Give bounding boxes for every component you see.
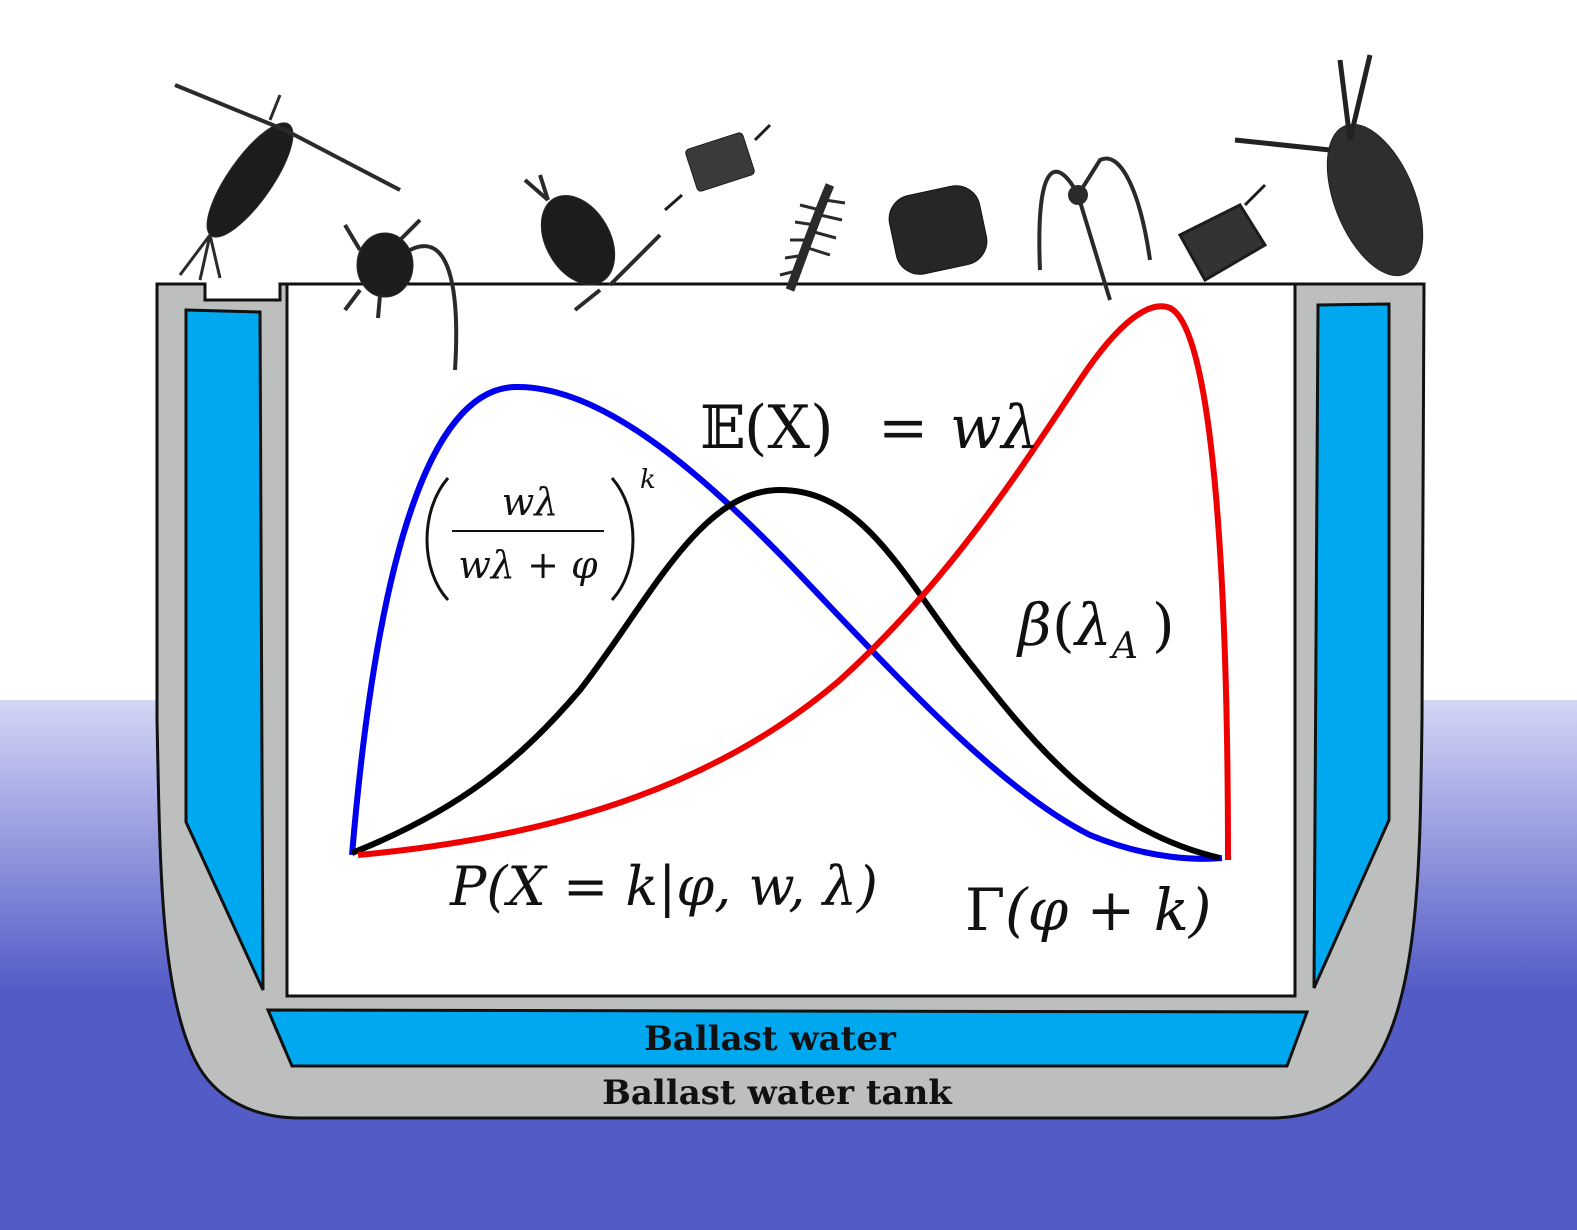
- bottom-ballast-tank: [265, 1008, 1310, 1068]
- beta-symbol: β: [1016, 591, 1052, 659]
- beta-close-paren: ): [1152, 591, 1175, 659]
- fraction-exponent: k: [640, 465, 656, 495]
- fraction-equation: wλ wλ + φ k: [425, 465, 656, 602]
- beta-arg: λ: [1073, 591, 1112, 659]
- cargo-hold: [285, 282, 1297, 998]
- expectation-equals: =: [878, 393, 928, 463]
- expectation-rhs: wλ: [950, 393, 1039, 463]
- fraction-numerator: wλ: [502, 480, 559, 524]
- right-ballast-tank: [1312, 302, 1391, 989]
- rotifer-icon: [1177, 183, 1268, 283]
- barrel-diatom-icon: [888, 185, 988, 275]
- left-ballast-tank: [184, 308, 265, 991]
- ballast-tank-label: Ballast water tank: [602, 1073, 953, 1113]
- cladoceran-icon: [523, 174, 662, 312]
- black-curve: [350, 486, 1221, 861]
- left-paren: [425, 477, 450, 602]
- ceratium-icon: [1037, 156, 1152, 301]
- nauplius-icon: [343, 218, 459, 371]
- polychaete-larva-icon: [779, 183, 846, 292]
- beta-open-paren: (: [1052, 591, 1075, 659]
- right-paren: [610, 477, 635, 602]
- diatom-chain-icon: [664, 123, 772, 212]
- red-curve: [357, 303, 1231, 861]
- ballast-water-label: Ballast water: [644, 1019, 897, 1059]
- gamma-arg: (φ + k): [1005, 876, 1211, 944]
- gamma-symbol: Γ: [965, 876, 1005, 944]
- copepod-icon: [174, 83, 401, 281]
- beta-subscript: A: [1109, 626, 1138, 667]
- gamma-equation: Γ (φ + k): [965, 876, 1211, 944]
- expectation-equation: 𝔼 (X) = wλ: [700, 393, 1039, 463]
- daphnia-icon: [1234, 54, 1424, 277]
- expectation-lhs-symbol: 𝔼: [700, 393, 746, 463]
- fraction-denominator: wλ + φ: [458, 543, 598, 587]
- probability-equation: P(X = k|φ, w, λ): [449, 855, 878, 918]
- expectation-lhs-arg: (X): [744, 393, 834, 463]
- beta-equation: β ( λ A ): [1016, 591, 1175, 667]
- blue-curve: [349, 383, 1223, 862]
